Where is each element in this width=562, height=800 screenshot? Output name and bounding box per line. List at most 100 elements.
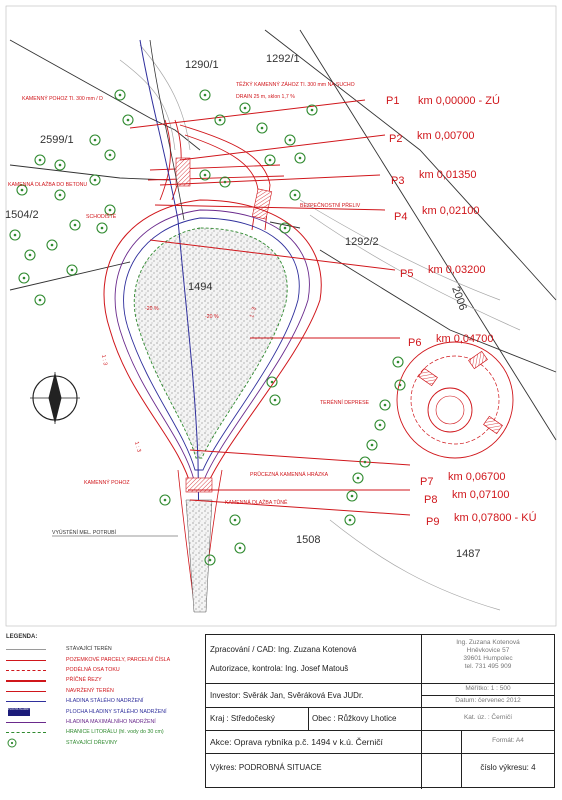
legend-symbol [6, 696, 46, 706]
drawing-number: číslo výkresu: 4 [480, 763, 536, 772]
profile-id: P2 [389, 133, 402, 145]
legend-item: STÁVAJÍCÍ TERÉN [6, 644, 204, 654]
legend-symbol: PLOCHA HLADINY [6, 707, 46, 717]
legend-item: NAVRŽENÝ TERÉN [6, 686, 204, 696]
parcel-number: 1504/2 [5, 209, 39, 221]
annotation-label: -20 % [145, 306, 159, 312]
legend-symbol [6, 738, 46, 748]
legend-label: HRANICE LITORÁLU (hl. vody do 30 cm) [66, 729, 164, 736]
stream-axis [139, 39, 201, 611]
drawing-title: Výkres: PODROBNÁ SITUACE [210, 763, 322, 772]
legend-item: POZEMKOVÉ PARCELY, PARCELNÍ ČÍSLA [6, 654, 204, 664]
legend-symbol [6, 686, 46, 696]
legend-item: HLADINA STÁLÉHO NADRŽENÍ [6, 696, 204, 706]
address-line: 39601 Humpolec [463, 655, 513, 662]
profile-id: P6 [408, 337, 421, 349]
parcel-boundaries [9, 29, 557, 441]
profile-id: P4 [394, 211, 407, 223]
legend-label: HLADINA STÁLÉHO NADRŽENÍ [66, 698, 144, 705]
legend-symbol [6, 727, 46, 737]
profile-km: km 0,00000 - ZÚ [418, 94, 500, 107]
legend-symbol [6, 655, 46, 665]
legend-label: STÁVAJÍCÍ TERÉN [66, 646, 112, 653]
legend-label: PLOCHA HLADINY STÁLÉHO NADRŽENÍ [66, 708, 167, 715]
legend: LEGENDA: STÁVAJÍCÍ TERÉN POZEMKOVÉ PARCE… [6, 634, 204, 748]
cross-sections [129, 99, 411, 516]
annotation-label: DRAIN 25 m, sklon 1,7 % [236, 94, 295, 100]
profile-km: km 0,07800 - KÚ [454, 511, 537, 524]
profile-id: P1 [386, 95, 399, 107]
parcel-number: 1292/1 [266, 53, 300, 65]
legend-label: NAVRŽENÝ TERÉN [66, 687, 114, 694]
parcel-number: 2599/1 [40, 134, 74, 146]
annotation-label: BEZPEČNOSTNÍ PŘELIV [300, 201, 361, 209]
profile-id: P8 [424, 494, 437, 506]
annotation-label: KAMENNÁ DLAŽBA DO BETONU [8, 180, 87, 188]
legend-symbol [6, 717, 46, 727]
annotation-label: KAMENNÝ POHOZ Tl. 300 mm / D [22, 95, 103, 102]
municipality: Obec : Růžkovy Lhotice [312, 714, 397, 723]
annotation-label: TERÉNNÍ DEPRESE [320, 399, 370, 406]
profile-km: km 0,07100 [452, 489, 509, 501]
annotation-label: KAMENNÝ POHOZ [84, 479, 130, 486]
site-plan-map: 1290/1 1292/1 2599/1 1504/2 1292/2 1494 … [5, 5, 557, 627]
profile-labels: P1 km 0,00000 - ZÚ P2 km 0,00700 P3 km 0… [386, 94, 537, 528]
authorization: Autorizace, kontrola: Ing. Josef Matouš [210, 664, 349, 673]
legend-pattern-swatch: PLOCHA HLADINY [8, 707, 30, 716]
processed-by: Zpracování / CAD: Ing. Zuzana Kotenová [210, 645, 357, 654]
parcel-number: 1508 [296, 534, 320, 546]
project-name: Akce: Oprava rybníka p.č. 1494 v k.ú. Če… [210, 737, 383, 747]
annotation-label: KAMENNÁ DLAŽBA TŮNĚ [225, 498, 288, 506]
legend-label: PŘÍČNÉ ŘEZY [66, 677, 102, 684]
address-line: Ing. Zuzana Kotenová [456, 639, 520, 646]
legend-item: HLADINA MAXIMÁLNÍHO NADRŽENÍ [6, 717, 204, 727]
parcel-number: 1487 [456, 548, 480, 560]
annotation-label: -20 % [205, 314, 219, 320]
legend-item: STÁVAJÍCÍ DŘEVINY [6, 738, 204, 748]
legend-item: HRANICE LITORÁLU (hl. vody do 30 cm) [6, 727, 204, 737]
legend-item: PLOCHA HLADINY PLOCHA HLADINY STÁLÉHO NA… [6, 706, 204, 716]
date: Datum: červenec 2012 [455, 697, 521, 704]
profile-id: P9 [426, 516, 439, 528]
address-line: tel. 731 495 909 [464, 663, 512, 670]
slope-label: 1 : 3 [249, 307, 258, 319]
profile-km: km 0,00700 [417, 130, 474, 142]
tree-icon [7, 738, 17, 748]
annotation-label: VYÚSTĚNÍ MEL. POTRUBÍ [52, 528, 117, 536]
profile-km: km 0,03200 [428, 264, 485, 276]
legend-symbol [6, 644, 46, 654]
paper-format: Formát: A4 [492, 737, 524, 744]
legend-item: PŘÍČNÉ ŘEZY [6, 675, 204, 685]
annotation-label: PRŮCEZNÁ KAMENNÁ HRÁZKA [250, 471, 329, 478]
north-arrow-icon [30, 372, 80, 424]
profile-km: km 0,06700 [448, 471, 505, 483]
company-address: Ing. Zuzana Kotenová Hněvkovice 57 39601… [422, 639, 554, 671]
region: Kraj : Středočeský [210, 714, 275, 723]
profile-id: P3 [391, 175, 404, 187]
parcel-number: 1494 [188, 281, 212, 293]
profile-id: P7 [420, 476, 433, 488]
slope-label: 1 : 3 [100, 354, 108, 366]
title-block: Zpracování / CAD: Ing. Zuzana Kotenová A… [205, 634, 555, 789]
slope-label: 1 : 3 [133, 441, 142, 453]
annotation-label: TĚŽKÝ KAMENNÝ ZÁHOZ Tl. 300 mm NA SUCHO [236, 80, 355, 88]
profile-km: km 0,02100 [422, 205, 479, 217]
scale: Měřítko: 1 : 500 [465, 685, 511, 692]
profile-km: km 0,04700 [436, 333, 493, 345]
legend-label: POZEMKOVÉ PARCELY, PARCELNÍ ČÍSLA [66, 656, 171, 663]
profile-km: km 0,01350 [419, 169, 476, 181]
legend-title: LEGENDA: [6, 634, 38, 640]
legend-label: PODÉLNÁ OSA TOKU [66, 666, 120, 673]
investor: Investor: Svěrák Jan, Svěráková Eva JUDr… [210, 691, 364, 700]
parcel-number: 1292/2 [345, 236, 379, 248]
terrain-depression [396, 341, 514, 459]
legend-symbol [6, 665, 46, 675]
profile-id: P5 [400, 268, 413, 280]
annotation-label: SCHODIŠTĚ [86, 212, 117, 220]
legend-item: PODÉLNÁ OSA TOKU [6, 665, 204, 675]
legend-label: STÁVAJÍCÍ DŘEVINY [66, 739, 118, 746]
cadastral-area: Kat. úz. : Černičí [463, 714, 513, 721]
address-line: Hněvkovice 57 [466, 647, 510, 654]
parcel-number: 1290/1 [185, 59, 219, 71]
